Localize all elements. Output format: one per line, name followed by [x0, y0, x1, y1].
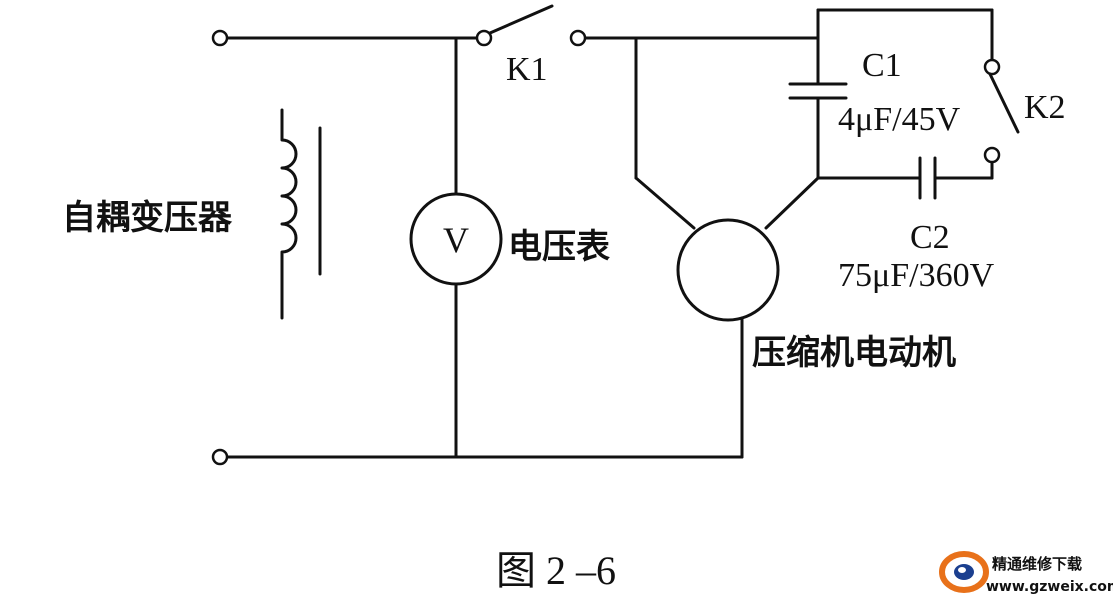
k1-blade	[488, 4, 554, 35]
k1-contact-right	[569, 29, 587, 47]
transformer-label: 自耦变压器	[62, 198, 233, 238]
k2-contact-bottom	[983, 146, 1001, 164]
voltmeter-symbol: V	[443, 220, 469, 260]
watermark-url: www.gzweix.com	[986, 579, 1113, 595]
c2-name-label: C2	[910, 219, 950, 256]
capacitor-c2	[918, 156, 937, 200]
motor-circle	[676, 218, 780, 322]
c2-value-label: 75μF/360V	[838, 257, 995, 294]
switch-k2	[983, 58, 1020, 164]
c1-name-label: C1	[862, 47, 902, 84]
motor-feed-diagonal	[634, 176, 696, 230]
voltmeter-label: 电压表	[508, 227, 610, 267]
figure-caption: 图 2 –6	[496, 548, 616, 593]
switch-k1	[475, 4, 587, 47]
voltmeter: V	[409, 192, 503, 286]
autotransformer	[280, 108, 322, 320]
input-terminal-bottom	[211, 448, 229, 466]
voltmeter-circle	[409, 192, 503, 286]
k1-label: K1	[506, 51, 548, 88]
watermark: 精通维修下载 www.gzweix.com	[939, 551, 1113, 595]
wiring	[224, 8, 994, 459]
k1-contact-left	[475, 29, 493, 47]
input-terminal-top	[211, 29, 229, 47]
motor-cap-diagonal	[764, 176, 820, 230]
capacitor-c1	[788, 82, 848, 100]
watermark-title: 精通维修下载	[992, 555, 1082, 573]
k2-contact-top	[983, 58, 1001, 76]
k2-label: K2	[1024, 89, 1066, 126]
motor-label: 压缩机电动机	[752, 333, 956, 373]
k2-blade	[988, 72, 1020, 134]
transformer-coil	[280, 108, 298, 320]
c1-value-label: 4μF/45V	[838, 101, 961, 138]
watermark-logo-icon	[939, 551, 989, 593]
